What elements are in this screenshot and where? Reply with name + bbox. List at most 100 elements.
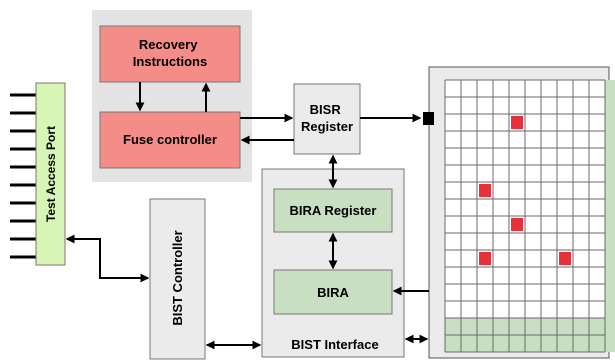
memory-cell bbox=[573, 80, 589, 97]
memory-cell bbox=[477, 97, 493, 114]
memory-cell bbox=[445, 284, 461, 301]
spare-cell bbox=[493, 318, 509, 335]
memory-cell bbox=[477, 233, 493, 250]
memory-cell bbox=[445, 80, 461, 97]
memory-port-square bbox=[423, 112, 434, 125]
memory-cell bbox=[541, 80, 557, 97]
bira-register-label: BIRA Register bbox=[290, 203, 377, 218]
memory-cell bbox=[525, 148, 541, 165]
memory-cell bbox=[525, 97, 541, 114]
bist-controller-block: BIST Controller bbox=[149, 198, 206, 360]
memory-cell bbox=[589, 216, 605, 233]
memory-cell bbox=[589, 233, 605, 250]
memory-cell bbox=[525, 233, 541, 250]
bira-block: BIRA bbox=[273, 269, 393, 315]
memory-cell bbox=[509, 301, 525, 318]
memory-cell bbox=[493, 267, 509, 284]
memory-cell bbox=[493, 233, 509, 250]
spare-cell bbox=[461, 335, 477, 352]
memory-cell bbox=[557, 199, 573, 216]
memory-cell bbox=[493, 250, 509, 267]
memory-cell bbox=[541, 284, 557, 301]
memory-cell bbox=[573, 267, 589, 284]
memory-cell bbox=[509, 233, 525, 250]
memory-cell bbox=[445, 97, 461, 114]
memory-cell bbox=[541, 114, 557, 131]
memory-cell bbox=[509, 165, 525, 182]
recovery-instructions-block: Recovery Instructions bbox=[99, 25, 241, 83]
memory-cell bbox=[477, 301, 493, 318]
fault-marker bbox=[559, 252, 571, 265]
memory-cell bbox=[509, 80, 525, 97]
memory-cell bbox=[589, 80, 605, 97]
memory-cell bbox=[461, 114, 477, 131]
spare-cell bbox=[605, 250, 615, 267]
memory-cell bbox=[525, 216, 541, 233]
memory-cell bbox=[573, 199, 589, 216]
memory-cell bbox=[493, 131, 509, 148]
memory-cell bbox=[477, 131, 493, 148]
memory-cell bbox=[493, 148, 509, 165]
spare-cell bbox=[461, 318, 477, 335]
memory-cell bbox=[493, 284, 509, 301]
memory-cell bbox=[477, 114, 493, 131]
memory-cell bbox=[589, 267, 605, 284]
memory-cell bbox=[461, 97, 477, 114]
spare-cell bbox=[557, 318, 573, 335]
memory-cell bbox=[445, 148, 461, 165]
memory-cell bbox=[461, 284, 477, 301]
recovery-instructions-label: Recovery Instructions bbox=[133, 37, 207, 69]
memory-cell bbox=[573, 284, 589, 301]
spare-cell bbox=[509, 318, 525, 335]
memory-cell bbox=[509, 267, 525, 284]
memory-cell bbox=[573, 97, 589, 114]
fault-marker bbox=[479, 252, 491, 265]
fuse-controller-block: Fuse controller bbox=[99, 111, 241, 169]
test-access-port-label: Test Access Port bbox=[44, 126, 58, 222]
memory-cell bbox=[573, 131, 589, 148]
memory-cell bbox=[557, 131, 573, 148]
memory-cell bbox=[445, 233, 461, 250]
memory-cell bbox=[461, 80, 477, 97]
memory-cell bbox=[477, 216, 493, 233]
memory-cell bbox=[573, 165, 589, 182]
spare-cell bbox=[605, 148, 615, 165]
tap-pins bbox=[10, 93, 36, 259]
memory-cell bbox=[509, 131, 525, 148]
memory-cell bbox=[493, 114, 509, 131]
memory-cell bbox=[573, 114, 589, 131]
spare-cell bbox=[605, 216, 615, 233]
memory-cell bbox=[493, 199, 509, 216]
memory-cell bbox=[541, 182, 557, 199]
spare-cell bbox=[493, 335, 509, 352]
memory-cell bbox=[445, 267, 461, 284]
bisr-register-label: BISR Register bbox=[301, 102, 353, 134]
memory-cell bbox=[573, 233, 589, 250]
spare-cell bbox=[445, 335, 461, 352]
memory-cell bbox=[589, 301, 605, 318]
memory-cell bbox=[525, 114, 541, 131]
memory-cell bbox=[541, 148, 557, 165]
spare-cell bbox=[589, 335, 605, 352]
spare-cell bbox=[605, 267, 615, 284]
memory-cell bbox=[557, 233, 573, 250]
memory-cell bbox=[461, 233, 477, 250]
spare-cell bbox=[477, 335, 493, 352]
memory-cell bbox=[557, 216, 573, 233]
memory-cell bbox=[493, 165, 509, 182]
spare-cell bbox=[541, 318, 557, 335]
spare-cell bbox=[605, 199, 615, 216]
memory-cell bbox=[461, 301, 477, 318]
spare-cell bbox=[477, 318, 493, 335]
spare-cell bbox=[605, 97, 615, 114]
spare-cell bbox=[605, 131, 615, 148]
memory-cell bbox=[589, 199, 605, 216]
memory-cell bbox=[589, 114, 605, 131]
memory-cell bbox=[525, 267, 541, 284]
memory-cell bbox=[573, 182, 589, 199]
bist-interface-label: BIST Interface bbox=[291, 337, 378, 352]
memory-cell bbox=[525, 182, 541, 199]
memory-cell bbox=[589, 250, 605, 267]
spare-cell bbox=[605, 301, 615, 318]
